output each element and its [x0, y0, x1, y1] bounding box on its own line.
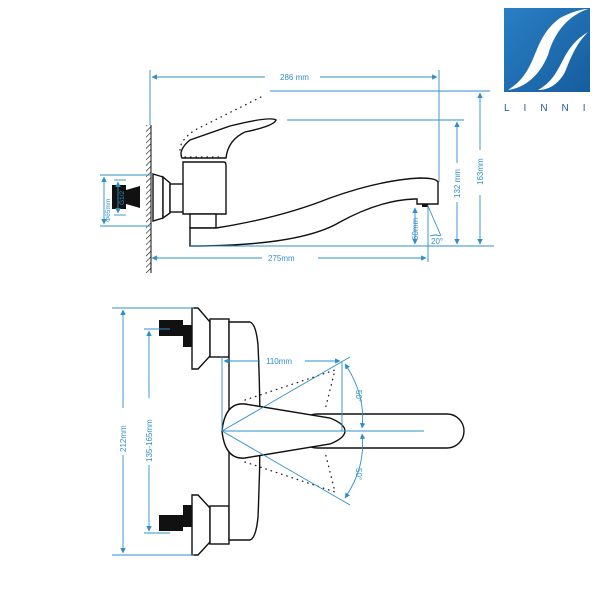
- dim-outlet-height: 60mm: [411, 217, 420, 240]
- aerator: [422, 204, 428, 207]
- logo-text: LINNI: [504, 103, 600, 114]
- top-view: 110mm 50° 50° 212mm 135-165mm: [112, 307, 465, 556]
- dim-angle-down: 50°: [354, 468, 363, 480]
- linni-logo: LINNI: [504, 8, 600, 114]
- dim-outlet-angle: 20°: [431, 237, 443, 246]
- dim-overall-length: 286 mm: [280, 73, 309, 82]
- dim-handle-reach: 110mm: [266, 357, 292, 366]
- dim-centers-range: 135-165mm: [145, 419, 154, 462]
- logo-wave-2: [538, 32, 588, 90]
- lever-handle: [180, 118, 277, 159]
- dim-total-height: 163mm: [476, 158, 485, 185]
- lower-nut: [159, 515, 183, 531]
- dim-thread: G1/2: [119, 191, 126, 205]
- dim-angle-up: 50°: [354, 390, 363, 402]
- upper-nut: [159, 320, 183, 336]
- spout: [189, 177, 439, 247]
- dim-spout-reach: 275mm: [268, 254, 295, 263]
- valve-body: [182, 161, 227, 215]
- dim-spout-height: 132 mm: [453, 169, 462, 198]
- side-view: 286 mm 163mm 132 mm 60mm 20° 275mm Φ65mm…: [100, 70, 494, 273]
- dim-flange-diameter: Φ65mm: [105, 199, 112, 222]
- dim-overall-width: 212mm: [119, 425, 128, 452]
- wall-hatch: [146, 125, 151, 273]
- logo-wave-1: [508, 9, 588, 90]
